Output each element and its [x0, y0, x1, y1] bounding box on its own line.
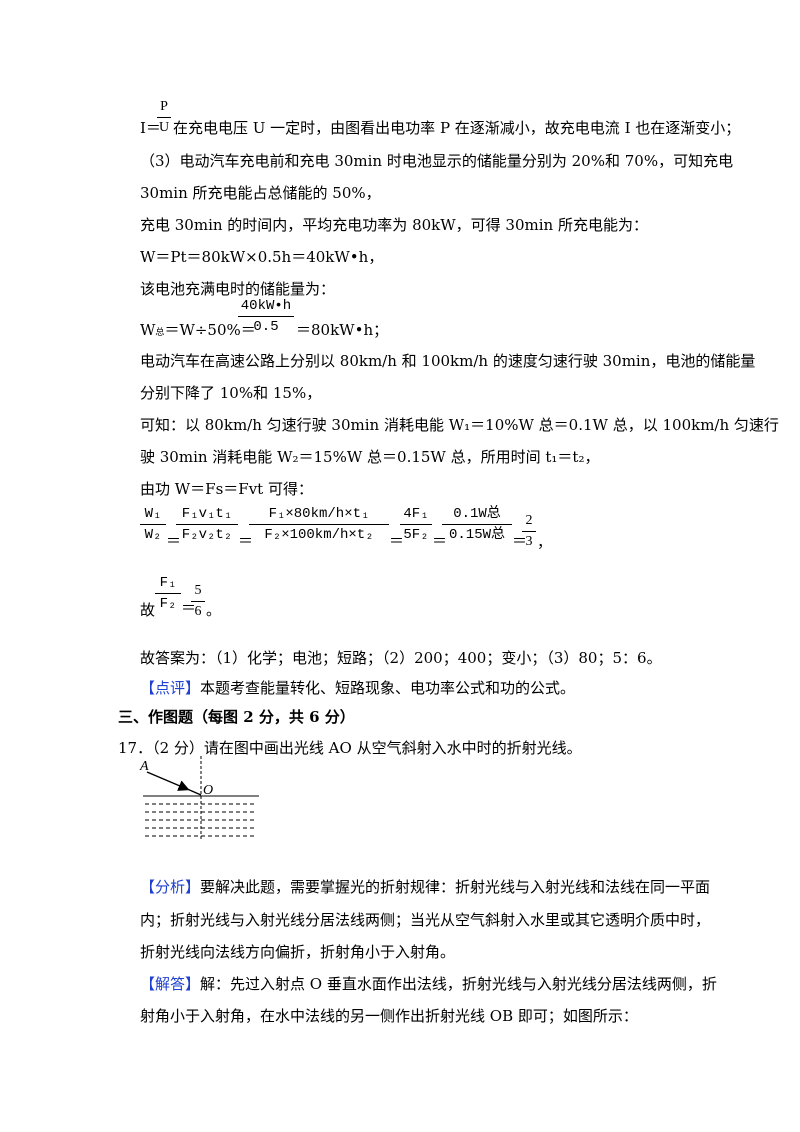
- line-11: 驶 30min 消耗电能 W₂＝15%W 总＝0.15W 总，所用时间 t₁＝t…: [140, 448, 600, 466]
- line-1-prefix: I＝: [140, 119, 161, 137]
- line-4: 充电 30min 的时间内，平均充电功率为 80kW，可得 30min 所充电能…: [140, 216, 648, 234]
- comma: ，: [537, 533, 553, 551]
- fraction-bar: [249, 524, 389, 525]
- analysis-line-1: 【分析】要解决此题，需要掌握光的折射规律：折射光线与入射光线和法线在同一平面: [140, 877, 710, 897]
- frac-denominator: F₂v₂t₂: [181, 527, 233, 543]
- period: 。: [206, 601, 222, 619]
- label-o: O: [203, 783, 213, 798]
- solution-line-2: 射角小于入射角，在水中法线的另一侧作出折射光线 OB 即可；如图所示：: [140, 1007, 638, 1025]
- frac-numerator: 40kW•h: [240, 298, 292, 314]
- frac-denominator: 6: [194, 604, 202, 619]
- fraction-bar: [155, 593, 181, 594]
- review-tag: 【点评】: [140, 679, 201, 697]
- w-total-symbol: W: [140, 321, 156, 339]
- frac-numerator: W₁: [144, 506, 162, 522]
- frac-numerator: P: [160, 99, 168, 114]
- fraction-bar: [442, 524, 512, 525]
- frac-denominator: 0.5: [253, 319, 279, 335]
- frac-denominator: F₂×100km/h×t₂: [264, 527, 374, 543]
- incident-ray: [184, 787, 202, 796]
- fraction-bar: [157, 117, 171, 118]
- fraction-bar: [522, 531, 536, 532]
- refraction-figure: A O: [139, 756, 259, 841]
- equals-sign: ＝: [166, 532, 182, 550]
- fraction-bar: [176, 524, 238, 525]
- line-2: （3）电动汽车充电前和充电 30min 时电池显示的储能量分别为 20%和 70…: [140, 152, 734, 170]
- analysis-tag: 【分析】: [140, 878, 201, 896]
- water-hatching: [145, 803, 257, 837]
- therefore-label: 故: [140, 601, 156, 619]
- frac-numerator: F₁×80km/h×t₁: [268, 506, 370, 522]
- analysis-line-2: 内；折射光线与入射光线分居法线两侧；当光从空气斜射入水里或其它透明介质中时，: [140, 911, 711, 929]
- frac-denominator: F₂: [159, 596, 177, 612]
- fraction-bar: [140, 524, 166, 525]
- line-3: 30min 所充电能占总储能的 50%，: [140, 184, 381, 202]
- line-7-suffix: ＝80kW•h；: [296, 321, 389, 339]
- equals-sign: ＝: [181, 599, 197, 617]
- fraction-bar: [191, 601, 205, 602]
- fraction-p-over-u: P U: [157, 98, 171, 137]
- fraction-bar: [238, 316, 294, 317]
- question-17: 17．（2 分）请在图中画出光线 AO 从空气斜射入水中时的折射光线。: [118, 739, 582, 757]
- fraction-speeds: F₁×80km/h×t₁ F₂×100km/h×t₂: [249, 505, 389, 544]
- line-1-text: 在充电电压 U 一定时，由图看出电功率 P 在逐渐减小，故充电电流 I 也在逐渐…: [173, 119, 741, 137]
- line-7-mid: ＝W÷50%＝: [164, 321, 256, 339]
- frac-numerator: 0.1W总: [453, 506, 501, 522]
- fraction-fvt: F₁v₁t₁ F₂v₂t₂: [176, 505, 238, 544]
- solution-tag: 【解答】: [140, 975, 201, 993]
- frac-numerator: 2: [525, 513, 533, 528]
- solution-line-1: 【解答】解：先过入射点 O 垂直水面作出法线，折射光线与入射光线分居法线两侧，折: [140, 974, 717, 994]
- line-5: W＝Pt＝80kW×0.5h＝40kW•h，: [140, 248, 384, 266]
- line-6: 该电池充满电时的储能量为：: [140, 280, 336, 298]
- line-7: W总＝W÷50%＝: [140, 320, 256, 343]
- fraction-4f1-5f2: 4F₁ 5F₂: [400, 505, 432, 544]
- fraction-bar: [400, 524, 432, 525]
- review-line: 【点评】本题考查能量转化、短路现象、电功率公式和功的公式。: [140, 678, 575, 698]
- equals-sign: ＝: [389, 532, 405, 550]
- section-heading: 三、作图题（每图 2 分，共 6 分）: [118, 708, 355, 726]
- frac-denominator: 3: [525, 534, 533, 549]
- fraction-5-6: 5 6: [191, 582, 205, 621]
- fraction-f1-f2: F₁ F₂: [155, 574, 181, 613]
- line-12: 由功 W＝Fs＝Fvt 可得：: [140, 480, 313, 498]
- frac-numerator: 5: [194, 583, 202, 598]
- review-text: 本题考查能量转化、短路现象、电功率公式和功的公式。: [200, 679, 576, 697]
- frac-numerator: 4F₁: [403, 506, 429, 522]
- label-a: A: [139, 759, 149, 774]
- line-8: 电动汽车在高速公路上分别以 80km/h 和 100km/h 的速度匀速行驶 3…: [140, 352, 756, 370]
- equals-sign: ＝: [512, 532, 528, 550]
- analysis-line-3: 折射光线向法线方向偏折，折射角小于入射角。: [140, 943, 456, 961]
- incident-ray-arrow: [146, 771, 190, 791]
- fraction-2-3: 2 3: [522, 512, 536, 551]
- equals-sign: ＝: [238, 532, 254, 550]
- frac-numerator: F₁: [159, 575, 177, 591]
- solution-text-1: 解：先过入射点 O 垂直水面作出法线，折射光线与入射光线分居法线两侧，折: [200, 975, 717, 993]
- frac-denominator: 5F₂: [403, 527, 429, 543]
- fraction-w1-over-w2: W₁ W₂: [140, 505, 166, 544]
- frac-numerator: F₁v₁t₁: [181, 506, 233, 522]
- fraction-40kwh-over-half: 40kW•h 0.5: [238, 297, 294, 336]
- line-9: 分别下降了 10%和 15%，: [140, 384, 322, 402]
- answer-line: 故答案为：（1）化学；电池；短路；（2）200；400；变小；（3）80；5：6…: [140, 649, 662, 667]
- frac-denominator: W₂: [144, 527, 162, 543]
- line-10: 可知：以 80km/h 匀速行驶 30min 消耗电能 W₁＝10%W 总＝0.…: [140, 416, 779, 434]
- subscript-total: 总: [155, 328, 165, 338]
- analysis-text-1: 要解决此题，需要掌握光的折射规律：折射光线与入射光线和法线在同一平面: [200, 878, 711, 896]
- fraction-energy: 0.1W总 0.15W总: [442, 505, 512, 544]
- frac-denominator: U: [158, 120, 170, 135]
- equals-sign: ＝: [432, 532, 448, 550]
- frac-denominator: 0.15W总: [448, 527, 505, 543]
